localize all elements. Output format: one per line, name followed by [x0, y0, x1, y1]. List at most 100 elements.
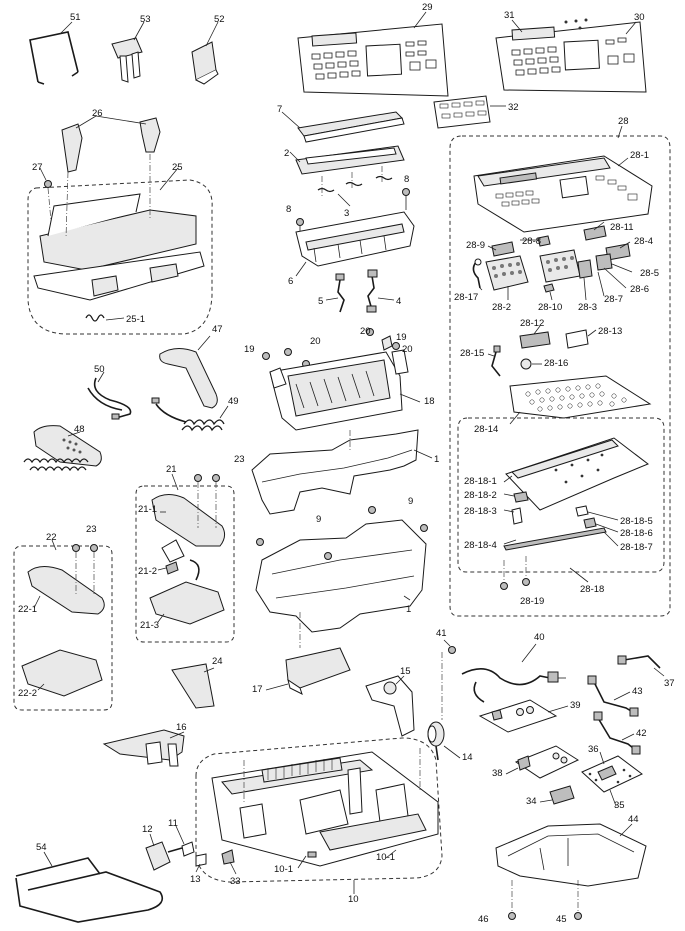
part-24-cover [171, 663, 215, 709]
label-2: 2 [284, 148, 289, 159]
label-30: 30 [634, 12, 645, 23]
part-8-screws [296, 188, 410, 238]
label-44: 44 [628, 814, 639, 825]
label-17: 17 [252, 684, 263, 695]
label-28-5: 28-5 [640, 268, 659, 279]
label-43: 43 [632, 686, 643, 697]
label-10-1b: 10-1 [274, 864, 293, 875]
label-32: 32 [508, 102, 519, 113]
part-2-scanner-unit [289, 145, 405, 175]
label-34: 34 [526, 796, 537, 807]
label-20c: 20 [402, 344, 413, 355]
label-49: 49 [228, 396, 239, 407]
part-1-upper-frame [251, 429, 433, 515]
label-27: 27 [32, 162, 43, 173]
part-28-12-28-16-small-parts [487, 325, 597, 377]
part-11-ferrite-core [175, 825, 195, 857]
label-10: 10 [348, 894, 359, 905]
label-41: 41 [436, 628, 447, 639]
part-4-cable [366, 269, 395, 313]
label-28-18-3: 28-18-3 [464, 506, 497, 517]
label-38: 38 [492, 768, 503, 779]
label-42: 42 [636, 728, 647, 739]
label-51: 51 [70, 12, 81, 23]
label-28-19: 28-19 [520, 596, 544, 607]
label-28-13: 28-13 [598, 326, 622, 337]
part-13-bracket [195, 853, 207, 873]
part-1-lower-frame [255, 506, 428, 633]
label-22: 22 [46, 532, 57, 543]
label-5: 5 [318, 296, 323, 307]
label-28-18-7: 28-18-7 [620, 542, 653, 553]
part-52-clip [191, 21, 219, 85]
label-11: 11 [168, 818, 178, 829]
label-28-3: 28-3 [578, 302, 597, 313]
label-8a: 8 [286, 204, 291, 215]
part-27-screw [39, 167, 53, 233]
label-39: 39 [570, 700, 581, 711]
part-50-telephone-cable [87, 371, 132, 420]
label-28-4: 28-4 [634, 236, 653, 247]
label-35: 35 [614, 800, 625, 811]
part-42-cable [593, 711, 641, 755]
label-23a: 23 [234, 454, 245, 465]
part-48-handset-assembly [23, 425, 102, 472]
part-33-clip [221, 849, 237, 875]
part-15-lever-assembly [365, 675, 415, 737]
part-35-main-pcb [581, 751, 643, 807]
label-28: 28 [618, 116, 629, 127]
part-47-handset [159, 335, 218, 409]
label-28-2: 28-2 [492, 302, 511, 313]
label-25: 25 [172, 162, 183, 173]
part-44-bottom-plate [495, 823, 647, 887]
label-3: 3 [344, 208, 349, 219]
label-31: 31 [504, 10, 515, 21]
label-28-14: 28-14 [474, 424, 498, 435]
label-21-2: 21-2 [138, 566, 157, 577]
part-37-cable [617, 655, 665, 677]
label-28-16: 28-16 [544, 358, 568, 369]
part-12-power-unit [145, 833, 183, 871]
part-51-wire-bracket [29, 21, 79, 85]
label-28-8: 28-8 [522, 236, 541, 247]
label-36: 36 [588, 744, 599, 755]
part-5-cable [325, 273, 345, 313]
label-14: 14 [462, 752, 473, 763]
label-22-2: 22-2 [18, 688, 37, 699]
part-14-speaker [427, 721, 461, 761]
label-33: 33 [230, 876, 241, 887]
label-28-1: 28-1 [630, 150, 649, 161]
label-28-18-2: 28-18-2 [464, 490, 497, 501]
label-24: 24 [212, 656, 223, 667]
part-34-bracket [539, 785, 575, 805]
label-21-1: 21-1 [138, 504, 157, 515]
part-17-tray [265, 647, 351, 695]
label-15: 15 [400, 666, 411, 677]
part-28-1-console-cover [473, 155, 653, 233]
label-37: 37 [664, 678, 675, 689]
label-4: 4 [396, 296, 401, 307]
part-41-screw [443, 639, 456, 654]
label-52: 52 [214, 14, 225, 25]
part-38-pcb [505, 745, 580, 779]
label-19b: 19 [244, 344, 255, 355]
label-28-18: 28-18 [580, 584, 604, 595]
label-12: 12 [142, 824, 153, 835]
label-28-18-5: 28-18-5 [620, 516, 653, 527]
label-28-6: 28-6 [630, 284, 649, 295]
label-53: 53 [140, 14, 151, 25]
part-54-wire-stand [15, 851, 164, 923]
part-28-keypads [472, 221, 633, 301]
label-28-15: 28-15 [460, 348, 484, 359]
part-6-scanner-frame [295, 211, 415, 277]
label-45: 45 [556, 914, 567, 925]
label-47: 47 [212, 324, 223, 335]
label-29: 29 [422, 2, 433, 13]
label-40: 40 [534, 632, 545, 643]
part-28-control-panel-group [449, 125, 671, 617]
part-16-guide [102, 729, 185, 767]
label-20b: 20 [310, 336, 321, 347]
label-8b: 8 [404, 174, 409, 185]
